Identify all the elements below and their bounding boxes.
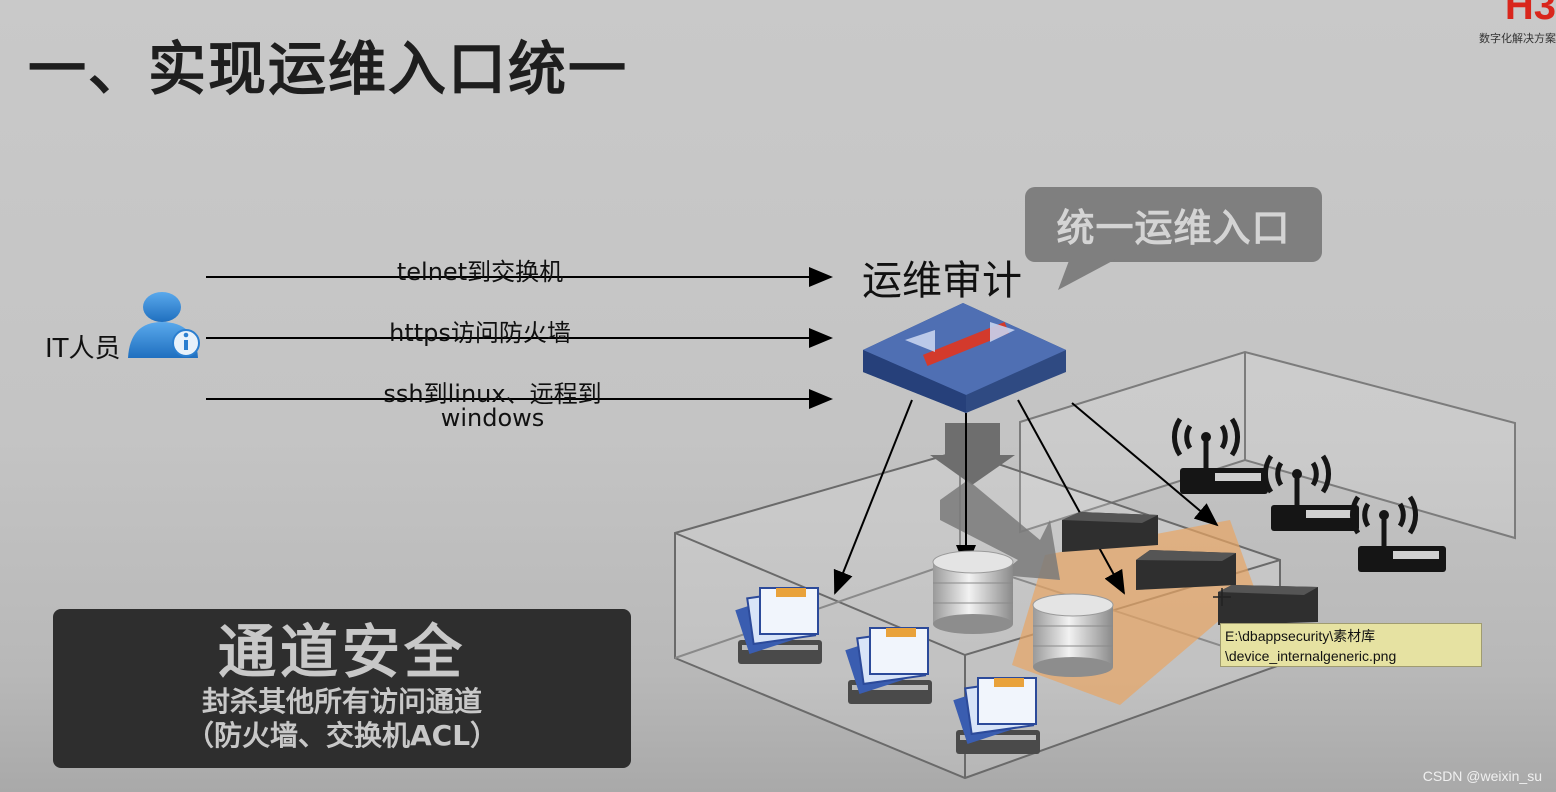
wireless-router-icon <box>1263 454 1359 531</box>
switch-icon <box>1136 550 1236 590</box>
tooltip-line-2: \device_internalgeneric.png <box>1225 648 1397 664</box>
audit-label: 运维审计 <box>862 258 1022 304</box>
page-title: 一、实现运维入口统一 <box>28 35 629 103</box>
dist-arrow-switches <box>1017 399 1125 595</box>
crosshair-cursor-icon <box>1213 588 1231 606</box>
database-icon <box>932 550 1014 634</box>
switch-icon <box>1218 585 1318 625</box>
server-icon <box>953 677 1040 754</box>
file-path-tooltip: E:\dbappsecurity\素材库 \device_internalgen… <box>1220 623 1482 667</box>
switch-icon <box>1062 512 1158 552</box>
arrow-label-ssh: ssh到linux、远程到 <box>383 380 602 408</box>
server-icon <box>735 587 822 664</box>
logo-subtitle: 数字化解决方案 <box>1479 32 1556 45</box>
safety-line-2: （防火墙、交换机ACL） <box>185 719 499 752</box>
arrow-label-telnet: telnet到交换机 <box>396 258 564 286</box>
safety-title: 通道安全 <box>217 618 466 686</box>
logo-mark: H3 <box>1504 0 1556 28</box>
callout-bubble: 统一运维入口 <box>1025 187 1322 262</box>
database-icon <box>1032 593 1114 677</box>
watermark: CSDN @weixin_su <box>1422 768 1542 784</box>
callout-tail <box>1058 258 1118 290</box>
it-staff-label: IT人员 <box>45 334 121 364</box>
brand-logo: H3 数字化解决方案 <box>1466 0 1556 56</box>
arrow-label-windows: windows <box>440 404 545 432</box>
server-icon <box>845 627 932 704</box>
user-info-icon <box>128 292 200 358</box>
flow-down-arrow <box>930 423 1015 485</box>
safety-line-1: 封杀其他所有访问通道 <box>201 685 482 718</box>
dist-arrow-servers <box>833 399 913 595</box>
channel-security-box: 通道安全 封杀其他所有访问通道 （防火墙、交换机ACL） <box>53 609 631 768</box>
wireless-router-icon <box>1350 495 1446 572</box>
tooltip-line-1: E:\dbappsecurity\素材库 <box>1225 628 1376 644</box>
dist-arrow-wireless <box>1071 402 1219 527</box>
firewall-appliance-icon <box>863 303 1066 413</box>
arrow-label-https: https访问防火墙 <box>389 319 571 347</box>
wireless-router-icon <box>1172 417 1268 494</box>
flow-diagonal-arrow <box>940 480 1060 580</box>
callout-text: 统一运维入口 <box>1056 206 1291 250</box>
